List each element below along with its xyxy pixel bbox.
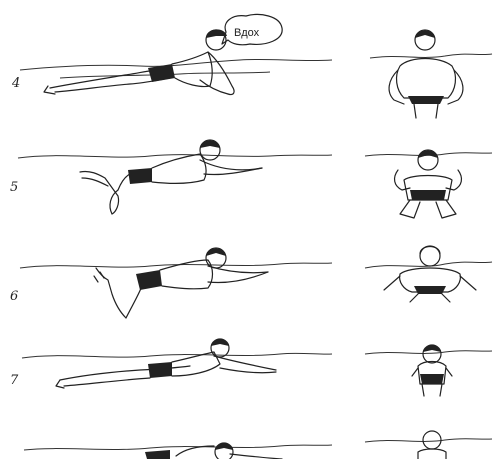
frame-8-front-view bbox=[365, 431, 492, 459]
frame-4-front-view bbox=[370, 30, 492, 118]
inhale-bubble-label: Вдох bbox=[234, 27, 260, 39]
frame-6-front-view bbox=[365, 246, 492, 302]
frame-6-side-view bbox=[20, 248, 332, 318]
frame-5-side-view bbox=[18, 140, 332, 214]
frame-4-side-view: Вдох bbox=[20, 15, 332, 95]
frame-8-side-view bbox=[24, 443, 332, 459]
frame-7-side-view bbox=[22, 339, 332, 388]
frame-7-front-view bbox=[365, 345, 492, 396]
frame-5-front-view bbox=[365, 150, 492, 218]
